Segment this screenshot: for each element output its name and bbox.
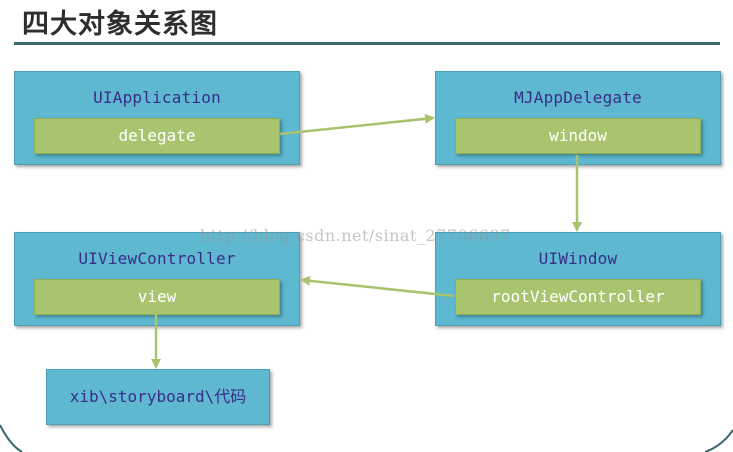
arrow-rootvc-to-uiviewcontroller (300, 275, 455, 298)
watermark: http://blog.csdn.net/sinat_27706697 (200, 226, 511, 245)
uiwindow-title: UIWindow (538, 249, 618, 268)
uiapplication-box: UIApplication delegate (14, 71, 300, 165)
uiwindow-box: UIWindow rootViewController (435, 232, 721, 326)
window-property: window (455, 118, 701, 154)
title-underline (14, 42, 720, 45)
uiviewcontroller-box: UIViewController view (14, 232, 300, 326)
rootviewcontroller-property: rootViewController (455, 279, 701, 315)
corner-decoration-right (704, 429, 733, 452)
mjappdelegate-title: MJAppDelegate (514, 88, 642, 107)
view-property: view (34, 279, 280, 315)
uiapplication-title: UIApplication (93, 88, 221, 107)
uiviewcontroller-title: UIViewController (78, 249, 236, 268)
corner-decoration-left (0, 424, 23, 452)
xib-storyboard-code-box: xib\storyboard\代码 (46, 369, 270, 425)
page-title: 四大对象关系图 (22, 9, 218, 40)
arrow-delegate-to-appdelegate (279, 113, 435, 136)
mjappdelegate-box: MJAppDelegate window (435, 71, 721, 165)
delegate-property: delegate (34, 118, 280, 154)
